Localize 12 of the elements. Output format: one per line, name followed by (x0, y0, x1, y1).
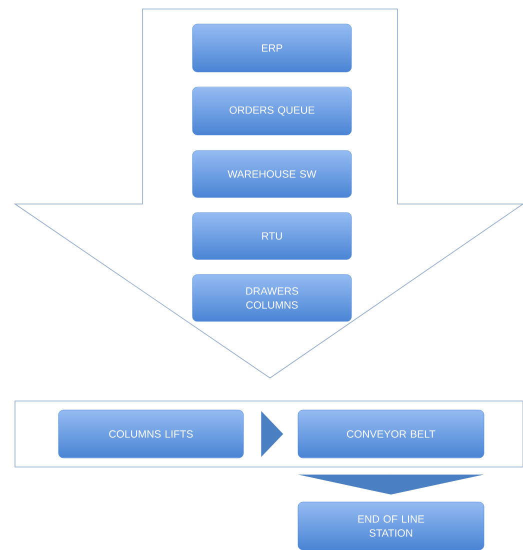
process-box: ORDERS QUEUE (192, 86, 352, 136)
process-box: CONVEYOR BELT (298, 410, 484, 458)
process-box: DRAWERS COLUMNS (192, 274, 352, 322)
process-box: END OF LINE STATION (298, 502, 484, 550)
band-box (14, 400, 523, 468)
down-arrow-shape (14, 8, 523, 378)
arrow (261, 411, 284, 457)
process-box: WAREHOUSE SW (192, 150, 352, 198)
process-box: ERP (192, 24, 352, 72)
arrow (298, 474, 484, 495)
process-box: COLUMNS LIFTS (58, 410, 244, 458)
process-box: RTU (192, 212, 352, 260)
